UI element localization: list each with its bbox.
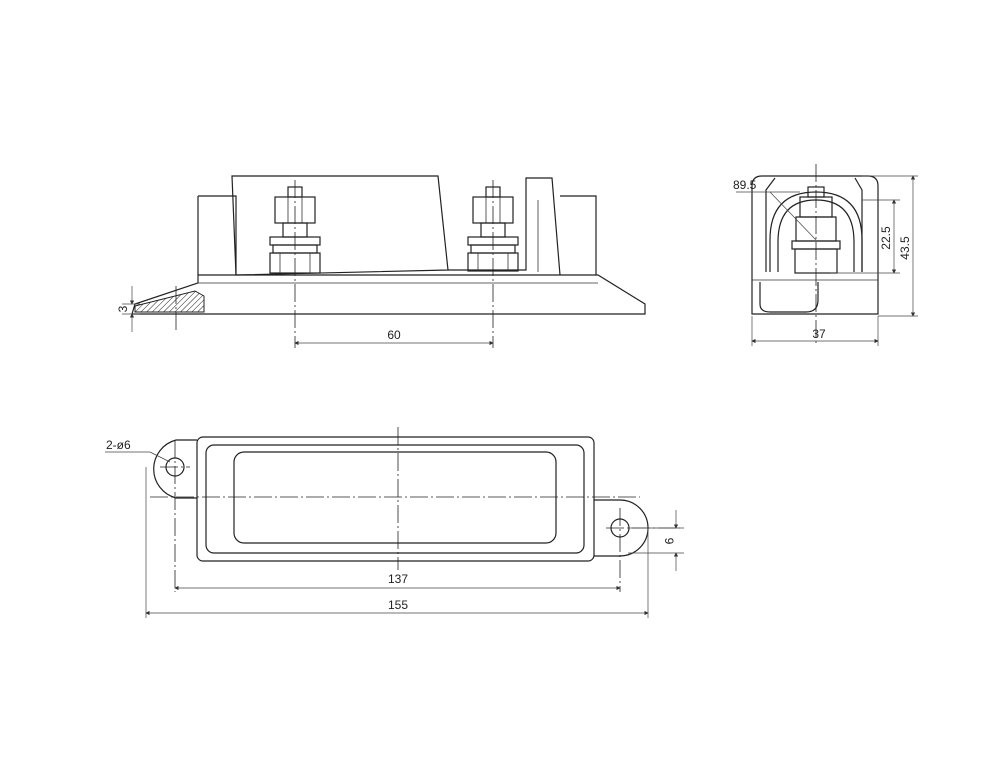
side-inner-wall-left xyxy=(765,177,776,272)
dim-hole-spacing: 137 xyxy=(388,572,408,586)
top-outer-body xyxy=(196,436,595,562)
dim-side-width: 37 xyxy=(812,327,826,341)
dim-side-total-height: 43.5 xyxy=(898,236,912,260)
front-view: 60 3 xyxy=(116,175,646,348)
dim-front-thickness: 3 xyxy=(116,305,130,312)
front-base-plate xyxy=(131,274,646,315)
front-mount-tab-section xyxy=(134,290,205,313)
front-main-body xyxy=(231,175,449,276)
dim-stud-spacing: 60 xyxy=(387,328,401,342)
front-right-wall xyxy=(560,195,597,275)
side-view: 89.5 22.5 43.5 37 xyxy=(733,164,918,346)
dim-side-radius: 89.5 xyxy=(733,178,757,192)
dim-overall-length: 155 xyxy=(388,598,408,612)
top-left-tab xyxy=(153,439,197,499)
front-left-wall xyxy=(197,195,237,275)
top-view: 2-ø6 137 155 9 xyxy=(105,427,684,618)
dim-tab-width: 9 xyxy=(662,538,676,545)
front-right-block xyxy=(448,177,561,276)
side-bottom-cradle xyxy=(759,282,819,313)
dim-hole-spec: 2-ø6 xyxy=(106,438,131,452)
top-inner-window xyxy=(233,451,557,544)
dim-side-inner-height: 22.5 xyxy=(879,226,893,250)
